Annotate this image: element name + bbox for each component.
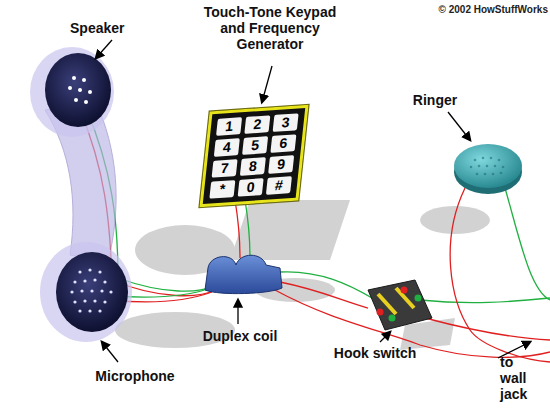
- part-label: to wall jack: [500, 354, 540, 402]
- part-label: Duplex coil: [185, 328, 295, 344]
- key-label: 9: [268, 155, 294, 174]
- key-label: 7: [212, 159, 238, 178]
- key-grid: 123 456 789 *0#: [209, 113, 298, 198]
- copyright-note: © 2002 HowStuffWorks: [432, 4, 548, 16]
- key-label: 4: [214, 138, 240, 157]
- part-label: Hook switch: [325, 345, 425, 361]
- part-label: Microphone: [80, 368, 190, 384]
- keypad-box: 123 456 789 *0#: [199, 105, 308, 208]
- part-label: Ringer: [400, 92, 470, 108]
- key-label: *: [209, 180, 235, 199]
- key-label: 3: [273, 113, 299, 132]
- key-label: 8: [240, 157, 266, 176]
- key-label: 2: [244, 115, 270, 134]
- key-label: 0: [238, 178, 264, 197]
- key-label: 5: [242, 136, 268, 155]
- key-label: 1: [216, 117, 242, 136]
- part-label: Speaker: [70, 20, 160, 36]
- key-label: 6: [270, 134, 296, 153]
- part-label: Touch-Tone Keypad and Frequency Generato…: [200, 4, 340, 52]
- key-label: #: [266, 176, 292, 195]
